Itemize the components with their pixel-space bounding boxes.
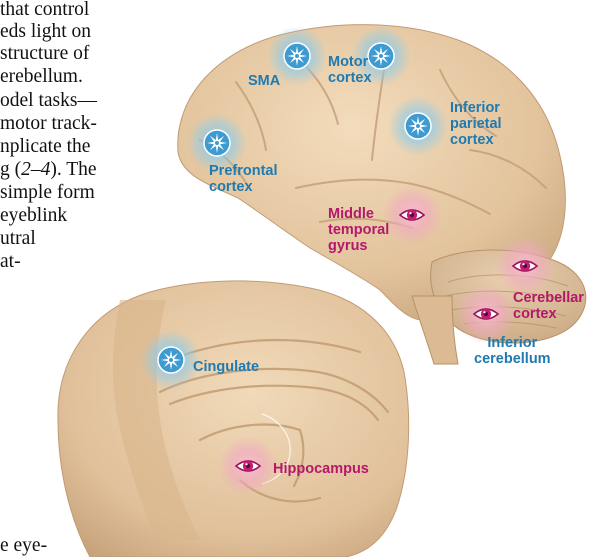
article-line: odel tasks— [0,91,97,111]
article-line: e eye- [0,536,47,556]
article-line: utral [0,229,36,249]
compass-icon [368,43,394,69]
label-sma: SMA [248,73,280,89]
article-line: erebellum. [0,67,83,87]
compass-icon [204,130,230,156]
label-hippocampus: Hippocampus [273,461,369,477]
compass-icon [405,113,431,139]
article-line: at- [0,252,21,272]
article-line: simple form [0,183,95,203]
article-line: nplicate the [0,137,90,157]
sagittal-brain [58,281,409,557]
sagittal-cerebrum [58,281,409,557]
article-line: g (2–4). The [0,160,97,180]
compass-icon [158,347,184,373]
article-line: structure of [0,44,89,64]
brainstem [412,296,458,364]
label-cingulate: Cingulate [193,359,259,375]
compass-icon [284,43,310,69]
article-line: motor track- [0,114,97,134]
article-line: that control [0,0,89,20]
article-line: eyeblink [0,206,67,226]
article-line: eds light on [0,22,91,42]
